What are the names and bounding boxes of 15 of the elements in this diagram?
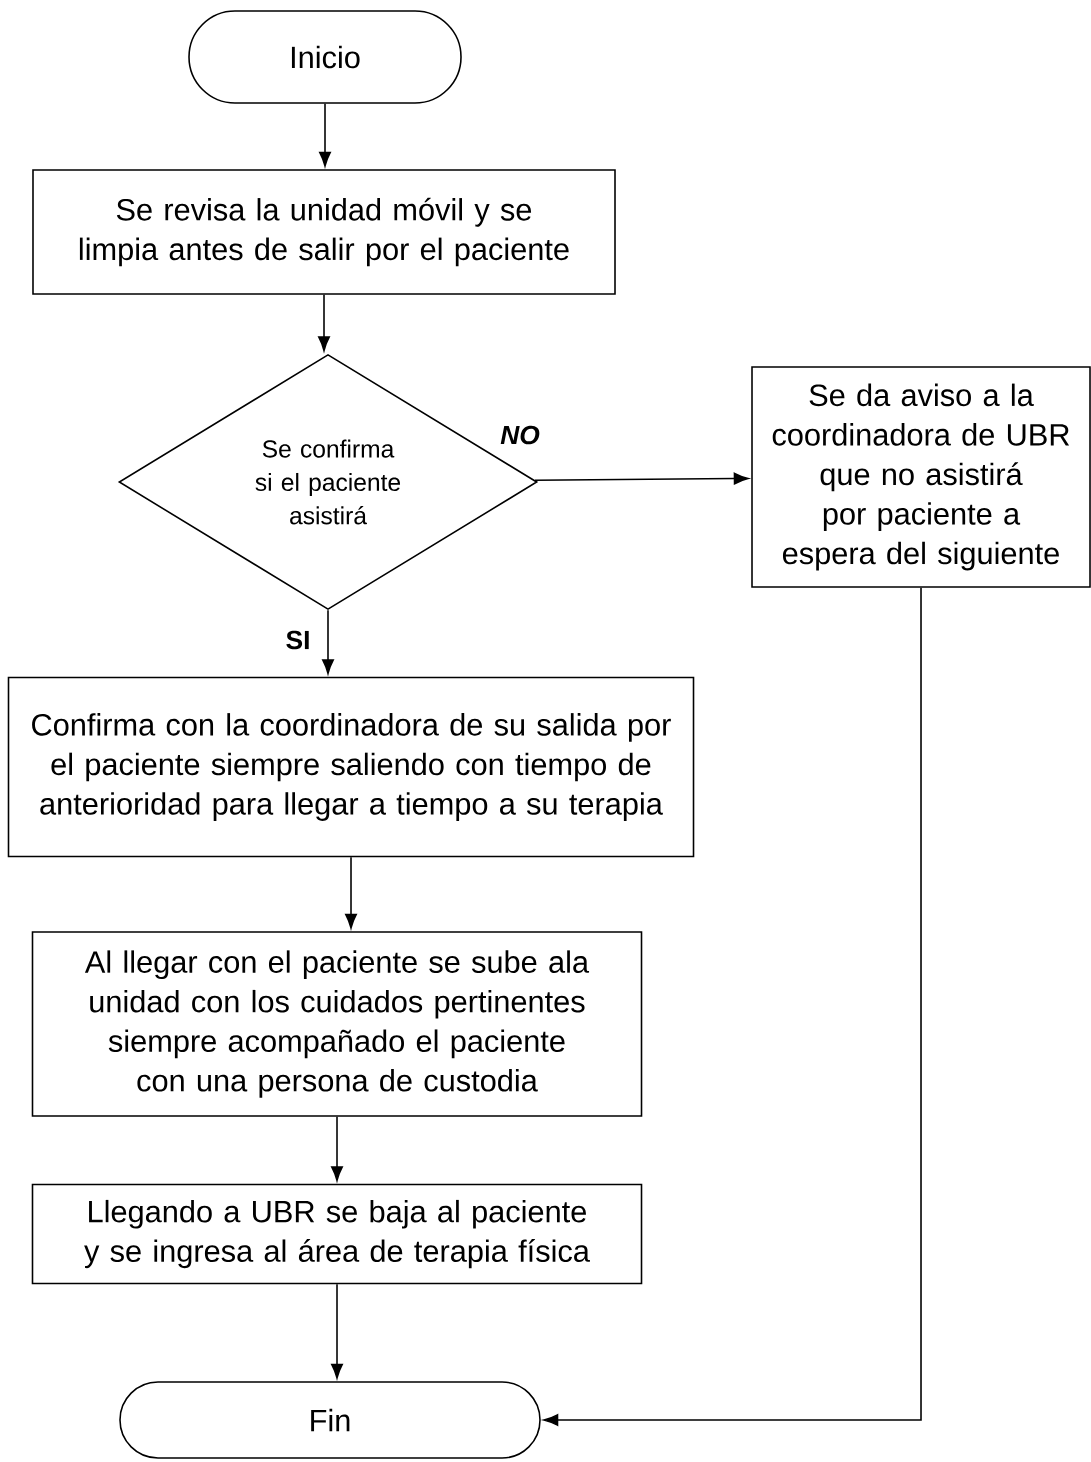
arrow: [345, 856, 357, 929]
process-box: Confirma con la coordinadora de su salida por el paciente siempre saliendo con tiempo de anterioridad para llegar a tiempo a su terapia: [7, 676, 695, 858]
process-box: Se da aviso a la coordinadora de UBR que no asistirá por paciente a espera del siguiente: [751, 366, 1091, 588]
process-box: Llegando a UBR se baja al paciente y se ingresa al área de terapia física: [31, 1183, 643, 1285]
edge-label: SI: [283, 628, 313, 652]
process-box: Se revisa la unidad móvil y se limpia antes de salir por el paciente: [32, 169, 616, 295]
arrow: [318, 294, 330, 352]
arrow: [322, 609, 334, 675]
arrow: [543, 587, 922, 1426]
arrow: [534, 472, 749, 485]
arrow: [331, 1116, 343, 1182]
process-box: Al llegar con el paciente se sube ala unidad con los cuidados pertinentes siempre acompañado el paciente con una persona de custodia: [31, 931, 643, 1117]
arrow: [319, 103, 331, 167]
edge-label: NO: [498, 423, 542, 447]
arrow: [331, 1283, 343, 1379]
